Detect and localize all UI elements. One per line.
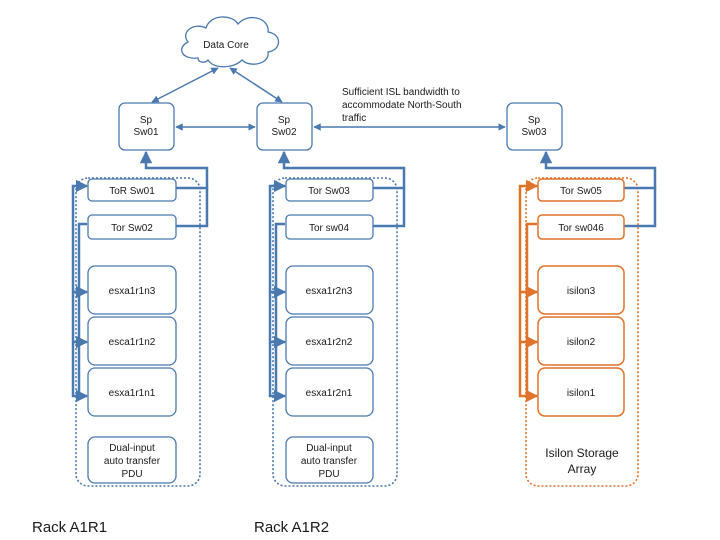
server-node-label: esxa1r2n2 — [306, 337, 353, 348]
rack-boundary — [272, 177, 398, 487]
core-uplinks — [151, 67, 283, 103]
server-node-box — [87, 316, 177, 366]
pdu-label-line: auto transfer — [104, 456, 161, 467]
spine-label-line1: Sp — [278, 115, 291, 126]
pdu-label-line: Dual-input — [109, 443, 155, 454]
spine-sp-sw03: Sp Sw03 — [506, 102, 563, 151]
tor-switch-label: Tor sw04 — [309, 223, 349, 234]
pdu-box — [285, 436, 374, 484]
rack-a1r1: ToR Sw01 Tor Sw02 esxa1r1n3 esca1r1n2 es… — [32, 150, 209, 536]
storage-node-box — [537, 265, 625, 315]
spine-sp-sw01: Sp Sw01 — [118, 102, 175, 151]
server-node-label: esxa1r1n1 — [109, 388, 156, 399]
spine-label-line2: Sw03 — [521, 127, 546, 138]
rack-isilon: Tor Sw05 Tor sw046 isilon3 isilon2 isilo… — [518, 150, 657, 487]
tor-switch-label: Tor sw046 — [558, 223, 604, 234]
spine-label-line1: Sp — [140, 115, 153, 126]
spine-label-line1: Sp — [528, 115, 541, 126]
pdu-label-line: PDU — [121, 469, 142, 480]
server-node-box — [285, 367, 374, 417]
isl-note-line1: Sufficient ISL bandwidth to — [342, 87, 460, 98]
tor-switch-box — [537, 214, 625, 240]
storage-array-label: Array — [568, 462, 597, 476]
server-node-box — [285, 316, 374, 366]
storage-node-label: isilon3 — [567, 286, 596, 297]
server-node-box — [285, 265, 374, 315]
tor-switch-box — [87, 178, 177, 202]
storage-array-label: Isilon Storage — [545, 446, 619, 460]
rack-boundary — [525, 177, 639, 487]
tor-switch-box — [285, 214, 374, 240]
rack-label: Rack A1R2 — [254, 519, 329, 536]
storage-node-box — [537, 367, 625, 417]
core-to-sp-sw01-link — [151, 67, 219, 103]
rack-label: Rack A1R1 — [32, 519, 107, 536]
spine-sp-sw02: Sp Sw02 — [256, 102, 313, 151]
isl-note-line2: accommodate North-South — [342, 100, 462, 111]
tor-switch-box — [285, 178, 374, 202]
rack-boundary — [75, 177, 201, 487]
tor-switch-label: ToR Sw01 — [109, 186, 155, 197]
spine-label-line2: Sw01 — [133, 127, 158, 138]
node-bus — [274, 222, 285, 396]
storage-node-box — [537, 316, 625, 366]
pdu-label-line: auto transfer — [301, 456, 358, 467]
tor-uplink — [373, 188, 406, 228]
tor-switch-label: Tor Sw05 — [560, 186, 602, 197]
isl-note-line3: traffic — [342, 113, 366, 124]
isl-bandwidth-note: Sufficient ISL bandwidth to accommodate … — [342, 87, 462, 124]
node-bus — [525, 222, 537, 396]
pdu-label-line: Dual-input — [306, 443, 352, 454]
tor-switch-box — [87, 214, 177, 240]
server-node-label: esxa1r2n1 — [306, 388, 353, 399]
server-node-label: esxa1r2n3 — [306, 286, 353, 297]
tor-switch-label: Tor Sw03 — [308, 186, 350, 197]
data-core-label: Data Core — [203, 40, 249, 51]
pdu-box — [87, 436, 177, 484]
tor-switch-box — [537, 178, 625, 202]
spine-label-line2: Sw02 — [271, 127, 296, 138]
tor-uplink — [277, 150, 406, 190]
tor-switch-label: Tor Sw02 — [111, 223, 153, 234]
rack-a1r2: Tor Sw03 Tor sw04 esxa1r2n3 esxa1r2n2 es… — [254, 150, 406, 536]
tor-uplink — [624, 188, 657, 228]
pdu-label-line: PDU — [318, 469, 339, 480]
tor-uplink — [139, 150, 209, 190]
core-to-sp-sw02-link — [229, 67, 283, 103]
tor-uplink — [539, 150, 657, 190]
server-node-label: esxa1r1n3 — [109, 286, 156, 297]
storage-node-label: isilon2 — [567, 337, 596, 348]
data-core-cloud: Data Core — [181, 16, 280, 68]
server-node-label: esca1r1n2 — [109, 337, 156, 348]
node-bus — [77, 222, 87, 396]
tor-uplink — [175, 188, 209, 228]
server-node-box — [87, 265, 177, 315]
server-node-box — [87, 367, 177, 417]
storage-node-label: isilon1 — [567, 388, 596, 399]
